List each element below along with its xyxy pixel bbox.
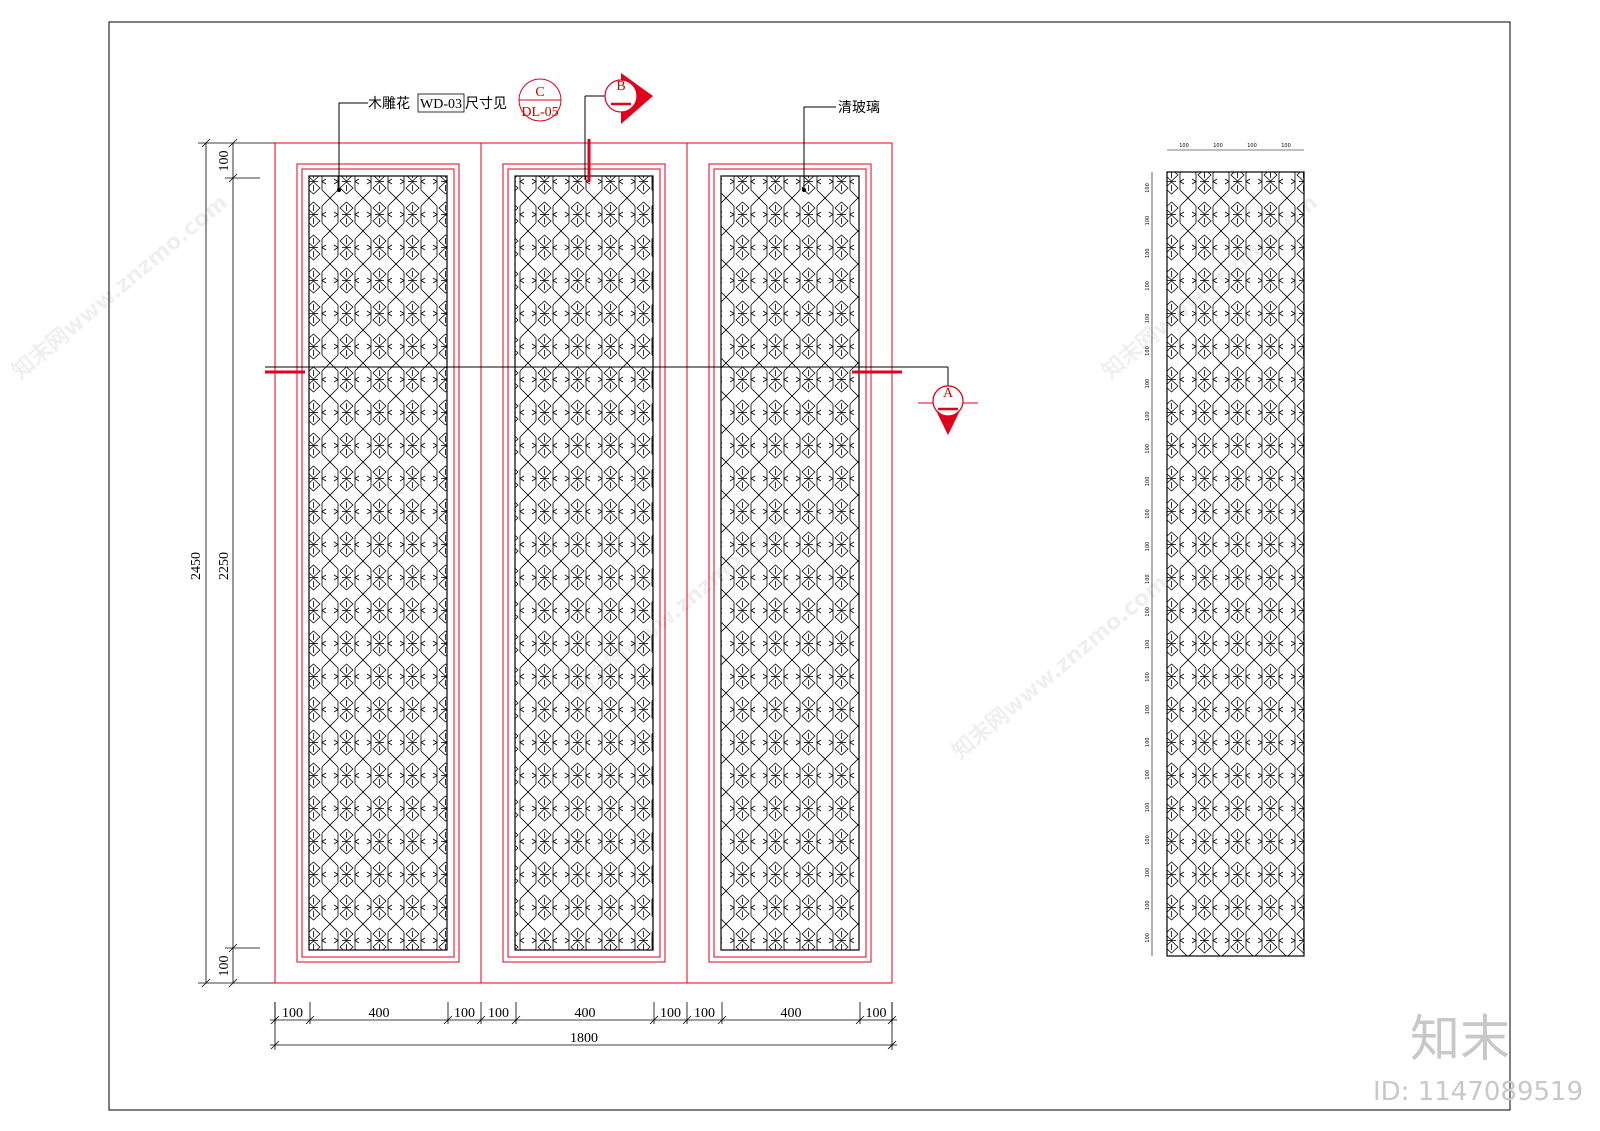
detail-side-dim: 100 [1145, 477, 1151, 487]
detail-c-sheet: DL-05 [521, 105, 558, 120]
dim-total-height: 2450 [189, 552, 204, 580]
dim-tick [649, 1015, 659, 1025]
detail-side-dim: 100 [1145, 183, 1151, 193]
dim-tick [270, 1015, 280, 1025]
dim-panel-width: 400 [781, 1006, 802, 1021]
dim-panel-width: 100 [866, 1006, 887, 1021]
glass-label: 清玻璃 [838, 99, 880, 116]
dim-panel-width: 100 [488, 1006, 509, 1021]
dim-top-margin: 100 [217, 151, 232, 172]
detail-side-dim: 100 [1145, 803, 1151, 813]
dim-tick [476, 1015, 486, 1025]
detail-side-dim: 100 [1145, 216, 1151, 226]
carving-annotation: 木雕花 WD-03 尺寸见 [337, 93, 507, 192]
brand-id: ID: 1147089519 [1373, 1077, 1583, 1107]
dim-tick [717, 1015, 727, 1025]
detail-side-dim: 100 [1145, 574, 1151, 584]
carving-code: WD-03 [420, 97, 462, 112]
horizontal-dim-ticks [270, 1002, 897, 1025]
section-line-b [584, 95, 605, 182]
svg-text:木雕花: 木雕花 [368, 96, 410, 112]
detail-side-dim: 100 [1145, 868, 1151, 878]
detail-tag-c: C DL-05 [518, 78, 562, 122]
detail-side-dim: 100 [1145, 411, 1151, 421]
detail-side-dim: 100 [1145, 314, 1151, 324]
section-tag-b: B [604, 73, 653, 124]
horizontal-dim-labels: 100 400 100 100 400 100 100 400 100 [282, 1006, 887, 1021]
dim-tick [305, 1015, 315, 1025]
dim-tick [682, 1015, 692, 1025]
detail-side-dim: 100 [1145, 705, 1151, 715]
detail-side-dim: 100 [1145, 346, 1151, 356]
watermark-text-4: 知末网www.znzmo.com [947, 569, 1173, 764]
detail-side-dim: 100 [1145, 542, 1151, 552]
detail-side-dim: 100 [1145, 737, 1151, 747]
detail-side-dim: 100 [1145, 900, 1151, 910]
lattice-detail [1151, 149, 1305, 957]
sheet-border [108, 21, 1511, 1111]
door-panel-3 [708, 163, 872, 963]
detail-side-dim: 100 [1145, 281, 1151, 291]
detail-side-dim: 100 [1145, 770, 1151, 780]
detail-top-dims: 100 100 100 100 [1179, 143, 1291, 149]
door-panel-1 [296, 163, 460, 963]
dim-tick [855, 1015, 865, 1025]
detail-side-dim: 100 [1145, 379, 1151, 389]
dim-panel-width: 100 [282, 1006, 303, 1021]
dim-tick [887, 1015, 897, 1025]
dim-panel-width: 100 [660, 1006, 681, 1021]
dim-bottom-margin: 100 [217, 956, 232, 977]
detail-top-dim: 100 [1179, 143, 1189, 149]
horizontal-dimensions [270, 1002, 897, 1050]
dim-total-width: 1800 [570, 1031, 598, 1046]
section-tag-a: A [918, 385, 978, 436]
detail-side-dim: 100 [1145, 835, 1151, 845]
door-frame [274, 142, 893, 984]
detail-top-dim: 100 [1247, 143, 1257, 149]
carving-label-prefix: 木雕花 [368, 96, 410, 112]
detail-side-dim: 100 [1145, 444, 1151, 454]
section-line-a [265, 366, 949, 386]
detail-side-dim: 100 [1145, 672, 1151, 682]
watermark-text-1: 知末网www.znzmo.com [7, 189, 233, 384]
detail-top-dim: 100 [1213, 143, 1223, 149]
dim-tick [511, 1015, 521, 1025]
section-a-letter: A [943, 386, 954, 401]
door-panel-2 [502, 163, 666, 963]
dim-inner-height: 2250 [217, 552, 232, 580]
dim-panel-width: 400 [369, 1006, 390, 1021]
detail-side-dim: 100 [1145, 640, 1151, 650]
detail-side-dim: 100 [1145, 248, 1151, 258]
section-b-letter: B [616, 79, 625, 94]
brand-logo: 知末 [1410, 1010, 1510, 1068]
dim-panel-width: 100 [454, 1006, 475, 1021]
detail-c-letter: C [535, 85, 544, 100]
dim-panel-width: 100 [694, 1006, 715, 1021]
detail-top-dim: 100 [1281, 143, 1291, 149]
glass-annotation: 清玻璃 [802, 99, 880, 192]
carving-label-suffix: 尺寸见 [465, 96, 507, 112]
dim-tick [443, 1015, 453, 1025]
detail-side-dim: 100 [1145, 607, 1151, 617]
dim-panel-width: 400 [575, 1006, 596, 1021]
detail-side-dim: 100 [1145, 509, 1151, 519]
detail-side-dims: 100 100 100 100 100 100 100 100 100 100 100 100 100 1… [1145, 183, 1151, 942]
detail-side-dim: 100 [1145, 933, 1151, 943]
vertical-dimensions [198, 138, 275, 988]
